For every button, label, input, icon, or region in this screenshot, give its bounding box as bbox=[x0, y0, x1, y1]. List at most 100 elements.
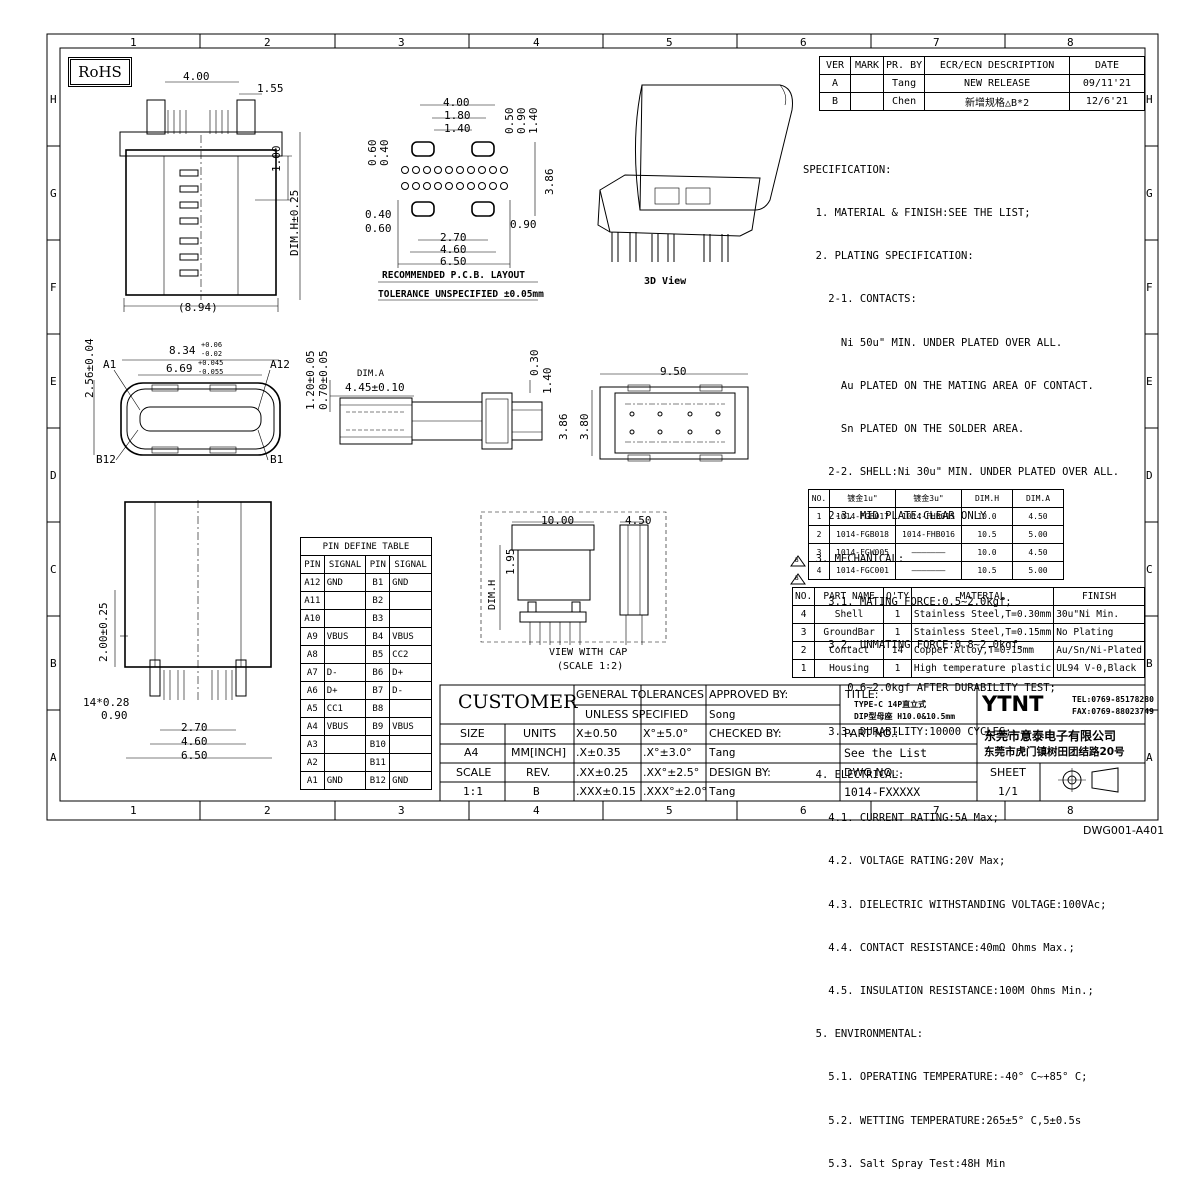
bom-hdr: NO. bbox=[791, 587, 816, 606]
pin-hdr: PIN bbox=[300, 555, 325, 574]
zone-col-5-bottom: 5 bbox=[666, 804, 673, 817]
spec-line: 4. ELECTRICAL: bbox=[803, 768, 905, 781]
pn-cell: 5.00 bbox=[1012, 525, 1064, 544]
zone-row-f-right: F bbox=[1146, 281, 1153, 294]
pn-row: 2 1014-FGB018 1014-FHB016 10.5 5.00 bbox=[808, 525, 1064, 544]
dim-label: 6.50 bbox=[440, 255, 467, 268]
rev-cell: B bbox=[819, 92, 851, 111]
pin-cell: A11 bbox=[300, 591, 325, 610]
rev-hdr-mark: MARK bbox=[850, 56, 884, 75]
spec-line: 4.2. VOLTAGE RATING:20V Max; bbox=[803, 855, 1006, 868]
view-with-cap-label: VIEW WITH CAP bbox=[549, 647, 628, 658]
dim-label: DIM.H±0.25 bbox=[288, 189, 301, 256]
pn-hdr: DIM.A bbox=[1012, 489, 1064, 508]
view-with-cap bbox=[480, 511, 667, 645]
zone-row-h: H bbox=[50, 93, 57, 106]
zone-row-d: D bbox=[50, 469, 57, 482]
dwg-no-value: 1014-FXXXXX bbox=[844, 785, 921, 799]
spec-line: 3.3. DURABILITY:10000 CYCLES; bbox=[803, 725, 1012, 738]
pin-cell: GND bbox=[389, 573, 432, 592]
zone-col-6-bottom: 6 bbox=[800, 804, 807, 817]
zone-row-c: C bbox=[50, 563, 57, 576]
scale-value: 1:1 bbox=[463, 785, 483, 798]
company-address-cn: 东莞市虎门镇树田团结路20号 bbox=[984, 746, 1125, 758]
pn-hdr: DIM.H bbox=[961, 489, 1013, 508]
units-label: UNITS bbox=[523, 727, 557, 740]
pin-b1-label: B1 bbox=[270, 453, 284, 466]
approved-by-value: Song bbox=[709, 708, 736, 721]
bom-row: 2 Contact 14 Copper Alloy,T=0.15mm Au/Sn… bbox=[791, 641, 1145, 660]
pn-cell: 1014-FGB017 bbox=[829, 507, 896, 526]
dim-label: 4.60 bbox=[181, 735, 208, 748]
spec-line: SPECIFICATION: bbox=[803, 163, 892, 176]
pin-cell: A7 bbox=[300, 663, 325, 682]
spec-line: 0.6~2.0kgf AFTER DURABILITY TEST; bbox=[803, 682, 1056, 695]
bom-cell: 1 bbox=[791, 659, 816, 678]
dim-label: 0.90 bbox=[510, 218, 537, 231]
pin-b12-label: B12 bbox=[96, 453, 116, 466]
pn-cell: 4.50 bbox=[1012, 543, 1064, 562]
pin-cell bbox=[389, 735, 432, 754]
pin-cell: GND bbox=[389, 771, 432, 790]
checked-by-label: CHECKED BY: bbox=[709, 727, 782, 740]
dim-label: 1.20±0.05 bbox=[304, 350, 317, 410]
rohs-badge: RoHS bbox=[68, 57, 132, 87]
pin-cell: GND bbox=[323, 771, 367, 790]
rev-hdr-desc: ECR/ECN DESCRIPTION bbox=[924, 56, 1070, 75]
zone-row-a: A bbox=[50, 751, 57, 764]
dim-label: 2.70 bbox=[181, 721, 208, 734]
dim-label: 1.55 bbox=[257, 82, 284, 95]
rev-label: REV. bbox=[526, 766, 551, 779]
dim-label: DIM.H bbox=[487, 579, 498, 610]
pin-cell: A4 bbox=[300, 717, 325, 736]
spec-line: 5. ENVIRONMENTAL: bbox=[803, 1028, 924, 1041]
pin-cell: A9 bbox=[300, 627, 325, 646]
revision-row: A Tang NEW RELEASE 09/11'21 bbox=[819, 74, 1145, 93]
pin-a12-label: A12 bbox=[270, 358, 290, 371]
title-label: TITLE: bbox=[845, 688, 879, 701]
pin-cell: CC1 bbox=[323, 699, 367, 718]
pin-cell: B6 bbox=[365, 663, 391, 682]
dim-label: 1.95 bbox=[504, 548, 517, 576]
approved-by-label: APPROVED BY: bbox=[709, 688, 789, 701]
dim-tol: -0.02 bbox=[201, 350, 223, 358]
pn-cell: 10.5 bbox=[961, 525, 1013, 544]
spec-line: Au PLATED ON THE MATING AREA OF CONTACT. bbox=[803, 379, 1094, 392]
pin-cell bbox=[323, 609, 367, 628]
dim-label: 8.34 bbox=[169, 344, 196, 357]
3d-view bbox=[597, 84, 793, 262]
pin-cell bbox=[323, 735, 367, 754]
pin-cell: B5 bbox=[365, 645, 391, 664]
rev-cell: Tang bbox=[882, 74, 926, 93]
pin-hdr: SIGNAL bbox=[323, 555, 367, 574]
bom-cell: Copper Alloy,T=0.15mm bbox=[910, 641, 1055, 660]
pin-table-title: PIN DEFINE TABLE bbox=[300, 537, 432, 556]
dim-label: 4.60 bbox=[440, 243, 467, 256]
pn-cell: ——————— bbox=[895, 543, 962, 562]
bom-hdr: PART NAME bbox=[814, 587, 885, 606]
dim-label: 3.80 bbox=[578, 413, 591, 441]
zone-col-2: 2 bbox=[264, 36, 271, 49]
pn-cell: 1 bbox=[808, 507, 830, 526]
pcb-layout-view bbox=[378, 104, 538, 301]
pn-cell: 10.0 bbox=[961, 507, 1013, 526]
pin-cell bbox=[323, 645, 367, 664]
tolerance-angle-0: X°±5.0° bbox=[643, 727, 689, 740]
rev-cell: NEW RELEASE bbox=[924, 74, 1070, 93]
pn-cell: 10.5 bbox=[961, 561, 1013, 580]
bom-hdr: MATERIAL bbox=[910, 587, 1055, 606]
spec-line: 1. MATERIAL & FINISH:SEE THE LIST; bbox=[803, 207, 1031, 220]
pin-cell: B1 bbox=[365, 573, 391, 592]
pn-cell: 4 bbox=[808, 561, 830, 580]
rev-hdr-date: DATE bbox=[1069, 56, 1145, 75]
dim-label: 0.60 bbox=[365, 222, 392, 235]
dim-label: 1.40 bbox=[527, 107, 540, 135]
pn-cell: 5.00 bbox=[1012, 561, 1064, 580]
dim-label: 1.40 bbox=[541, 367, 554, 395]
bom-cell: 2 bbox=[791, 641, 816, 660]
